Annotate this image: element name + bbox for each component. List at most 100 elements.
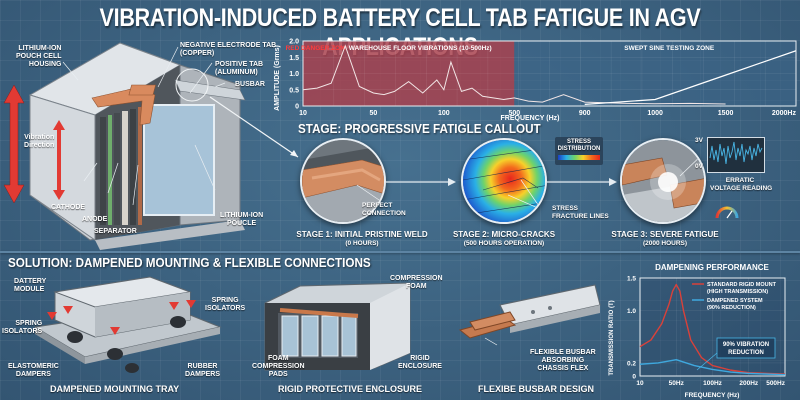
- x-tick-label: 1500: [718, 110, 734, 117]
- series-line-2: [639, 358, 786, 376]
- stage1-caption: STAGE 1: INITIAL PRISTINE WELD(0 HOURS): [296, 230, 428, 247]
- damper-feet: [67, 316, 186, 373]
- y-tick-label: 1.0: [289, 71, 299, 78]
- annotation-leader: [696, 352, 718, 371]
- electrode-layers: [100, 104, 215, 225]
- x-axis-label: FREQUENCY (Hz): [501, 115, 560, 122]
- y-tick-label: 1.5: [627, 276, 636, 283]
- x-tick-label: 100: [438, 110, 450, 117]
- y-tick-label: 2.0: [289, 39, 299, 46]
- label-anode: ANODE: [82, 216, 108, 223]
- y-tick-label: 0: [295, 104, 299, 111]
- label-negative-tab: NEGATIVE ELECTRODE TAB(COPPER): [180, 42, 277, 57]
- x-tick-label: 2000Hz: [772, 110, 797, 117]
- label-positive-tab: POSITIVE TAB(ALUMINUM): [215, 61, 264, 76]
- vibration-arrow-small-icon: [53, 120, 65, 200]
- y-tick-label: 1.0: [627, 308, 636, 315]
- stage1-weld-image: [300, 138, 386, 224]
- y-axis-label: TRANSMISSION RATIO (T): [609, 300, 615, 375]
- danger-zone: [303, 41, 515, 106]
- x-tick-label: 1000: [647, 110, 663, 117]
- callout-arrow: [209, 96, 299, 158]
- x-tick-label: 200Hz: [739, 380, 759, 387]
- y-tick-label: 0.5: [289, 87, 299, 94]
- y-axis-label: AMPLITUDE (Grms): [274, 45, 281, 111]
- voltage-readout: [707, 137, 765, 173]
- x-tick-label: 900: [579, 110, 591, 117]
- x-tick-label: 500Hz: [766, 380, 786, 387]
- mounting-tray-illustration: [33, 276, 222, 373]
- section-divider: [0, 251, 800, 253]
- legend-label: DAMPENED SYSTEM: [707, 298, 763, 304]
- downward-arrows: [47, 300, 196, 335]
- y-tick-label: 1.5: [289, 55, 299, 62]
- label-separator: SEPARATOR: [94, 228, 137, 235]
- x-tick-label: 50: [370, 110, 378, 117]
- danger-zone-label: RED DANGER ZON: WAREHOUSE FLOOR VIBRATIO…: [286, 45, 492, 52]
- x-tick-label: 10: [636, 380, 644, 387]
- gauge-icon: [715, 206, 739, 219]
- series-line-2: [584, 50, 797, 105]
- x-tick-label: 50Hz: [669, 380, 685, 387]
- fatigue-heading: STAGE: PROGRESSIVE FATIGLE CALLOUT: [298, 121, 541, 136]
- label-busbar: BUSBAR: [235, 81, 265, 88]
- chart-title: DAMPENING PERFORMANCE: [655, 263, 769, 272]
- vibration-spectrum-chart: AMPLITUDE (Grms) 0 0.5 1.0 1.5 2.0 10 50 100 500…: [274, 39, 797, 122]
- annotation-text: REDUCTION: [728, 350, 764, 356]
- flexible-busbar-illustration: [458, 284, 601, 346]
- x-tick-label: 10: [299, 110, 307, 117]
- x-tick-label: 500: [508, 110, 520, 117]
- legend-sublabel: (HIGH TRANSMISSION): [707, 289, 768, 295]
- stage-arrow-2: [547, 178, 617, 186]
- solution-heading: SOLUTION: DAMPENED MOUNTING & FLEXIBLE C…: [8, 255, 371, 270]
- stress-color-scale: [558, 155, 600, 160]
- stage3-caption: STAGE 3: SEVERE FATIGUE(2000 HOURS): [611, 230, 719, 247]
- stage2-stress-image: [461, 138, 547, 224]
- annotation-text: 90% VIBRATION: [723, 342, 769, 348]
- battery-cell-diagram: [3, 42, 299, 250]
- tray-caption: DAMPENED MOUNTING TRAY: [50, 384, 180, 394]
- busbar: [174, 79, 246, 101]
- stage-arrow-1: [386, 178, 456, 186]
- stage2-caption: STAGE 2: MICRO-CRACKS(500 HOURS OPERATIO…: [452, 230, 556, 247]
- swept-sine-zone-label: SWEPT SINE TESTING ZONE: [624, 45, 715, 52]
- plot-frame: [302, 40, 797, 107]
- y-tick-label: 0: [632, 374, 636, 381]
- stress-legend: STRESS DISTRIBUTION: [555, 137, 603, 165]
- stage3-fatigue-image: [620, 138, 706, 224]
- series-line-1: [302, 44, 726, 105]
- label-cathode: CATHODE: [51, 204, 86, 211]
- x-tick-label: 100Hz: [703, 380, 723, 387]
- x-axis-label: FREQUENCY (Hz): [685, 392, 740, 399]
- annotation-box: [716, 337, 776, 359]
- copper-tab: [91, 84, 156, 126]
- legend-label: STANDARD RIGID MOUNT: [707, 282, 777, 288]
- dampening-performance-chart: DAMPENING PERFORMANCE TRANSMISSION RATIO…: [609, 263, 786, 399]
- plot-frame: [639, 277, 786, 377]
- voltage-top-label: 3V: [695, 137, 703, 144]
- detail-highlight-circle: [175, 68, 209, 102]
- vibration-arrow-large-icon: [3, 84, 25, 204]
- series-line-1: [639, 283, 786, 375]
- y-tick-label: 0.2: [627, 360, 636, 367]
- enclosure-caption: RIGID PROTECTIVE ENCLOSURE: [278, 384, 423, 394]
- enclosure-illustration: [264, 282, 411, 371]
- legend-sublabel: (90% REDUCTION): [707, 305, 756, 311]
- voltage-bottom-label: 0V: [695, 163, 703, 170]
- busbar-caption: FLEXIBE BUSBAR DESIGN: [478, 384, 595, 394]
